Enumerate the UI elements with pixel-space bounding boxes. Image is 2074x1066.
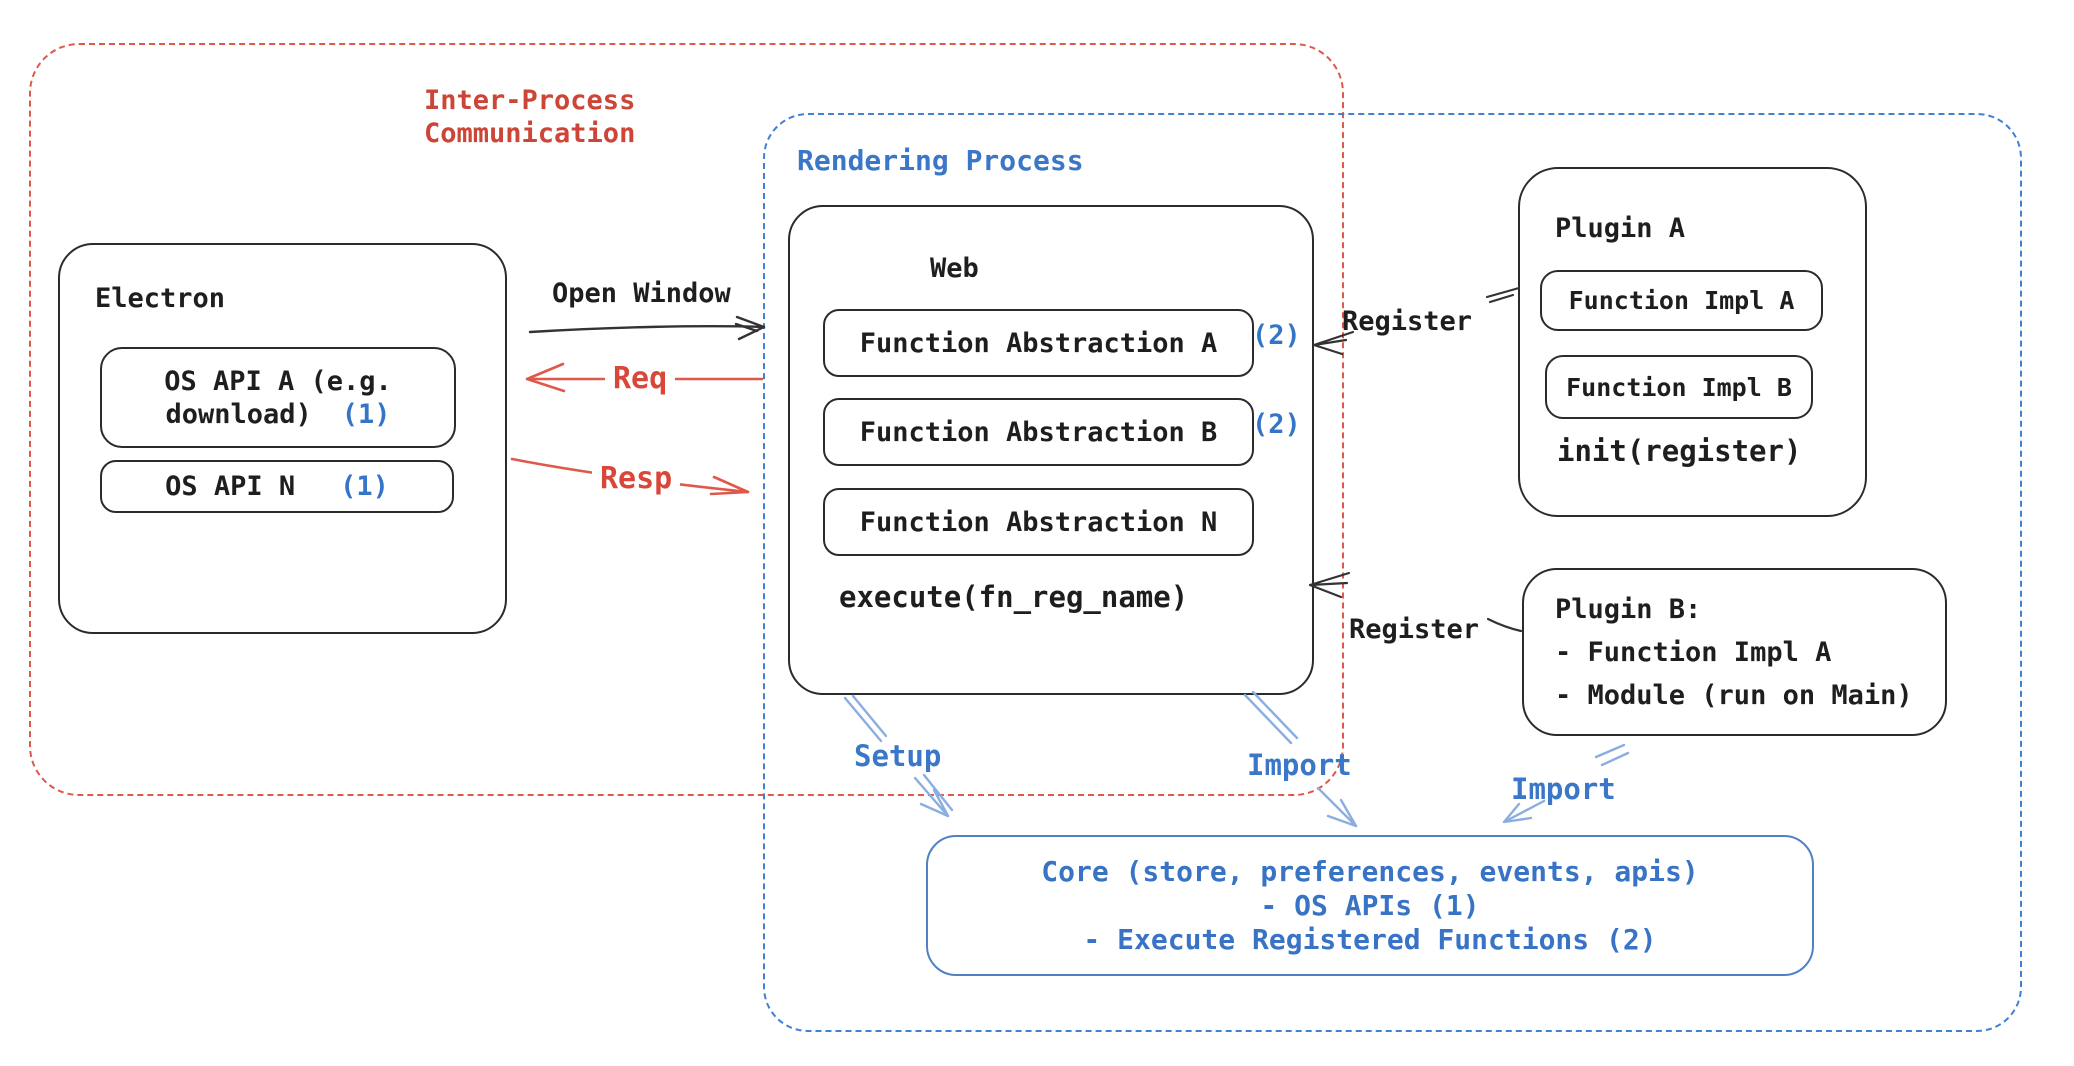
rendering-process-label: Rendering Process <box>797 144 1084 177</box>
core-box: Core (store, preferences, events, apis) … <box>926 835 1814 976</box>
register-bottom-label: Register <box>1349 614 1480 645</box>
plugin-b-title: Plugin B: <box>1555 594 1702 625</box>
ipc-label: Inter-Process Communication <box>424 85 636 149</box>
plugin-a-box: Plugin A Function Impl A Function Impl B… <box>1518 167 1867 517</box>
core-line-2: - OS APIs (1) <box>1260 888 1480 922</box>
os-api-n-badge: (1) <box>340 471 389 502</box>
import-web-label: Import <box>1247 748 1352 782</box>
function-abstraction-a-label: Function Abstraction A <box>859 327 1218 359</box>
function-impl-a-box: Function Impl A <box>1540 270 1823 331</box>
function-impl-a-label: Function Impl A <box>1568 286 1795 315</box>
os-api-a-badge: (1) <box>341 398 391 430</box>
web-title: Web <box>930 253 979 284</box>
os-api-n-label: OS API N <box>165 471 296 502</box>
os-api-n-box: OS API N (1) <box>100 460 454 513</box>
rendering-process-boundary <box>763 113 2022 1032</box>
setup-label: Setup <box>854 739 942 773</box>
core-line-1: Core (store, preferences, events, apis) <box>1041 854 1699 888</box>
function-abstraction-a-box: Function Abstraction A <box>823 309 1254 377</box>
register-top-label: Register <box>1342 306 1473 337</box>
function-impl-b-box: Function Impl B <box>1545 355 1813 419</box>
plugin-b-item-1: - Function Impl A <box>1555 637 1832 668</box>
os-api-a-line1: OS API A (e.g. <box>164 365 392 397</box>
ipc-boundary <box>29 43 1344 796</box>
function-abstraction-n-label: Function Abstraction N <box>859 506 1218 538</box>
plugin-a-title: Plugin A <box>1555 213 1686 244</box>
execute-label: execute(fn_reg_name) <box>839 580 1189 614</box>
function-abstraction-n-box: Function Abstraction N <box>823 488 1254 556</box>
function-abstraction-a-badge: (2) <box>1252 320 1301 351</box>
init-register-label: init(register) <box>1557 434 1802 468</box>
function-abstraction-b-badge: (2) <box>1252 409 1301 440</box>
os-api-a-line2: download) <box>165 398 312 430</box>
function-abstraction-b-label: Function Abstraction B <box>859 416 1218 448</box>
open-window-label: Open Window <box>552 278 731 309</box>
function-abstraction-b-box: Function Abstraction B <box>823 398 1254 466</box>
resp-label: Resp <box>592 461 681 498</box>
os-api-a-box: OS API A (e.g. download) (1) <box>100 347 456 448</box>
plugin-b-item-2: - Module (run on Main) <box>1555 680 1913 711</box>
core-line-3: - Execute Registered Functions (2) <box>1083 922 1657 956</box>
electron-box: Electron OS API A (e.g. download) (1) OS… <box>58 243 507 634</box>
req-label: Req <box>605 361 676 398</box>
import-plugin-label: Import <box>1511 772 1616 806</box>
plugin-b-box: Plugin B: - Function Impl A - Module (ru… <box>1522 568 1947 736</box>
function-impl-b-label: Function Impl B <box>1566 372 1792 402</box>
electron-title: Electron <box>95 283 226 314</box>
web-box: Web Function Abstraction A Function Abst… <box>788 205 1314 695</box>
